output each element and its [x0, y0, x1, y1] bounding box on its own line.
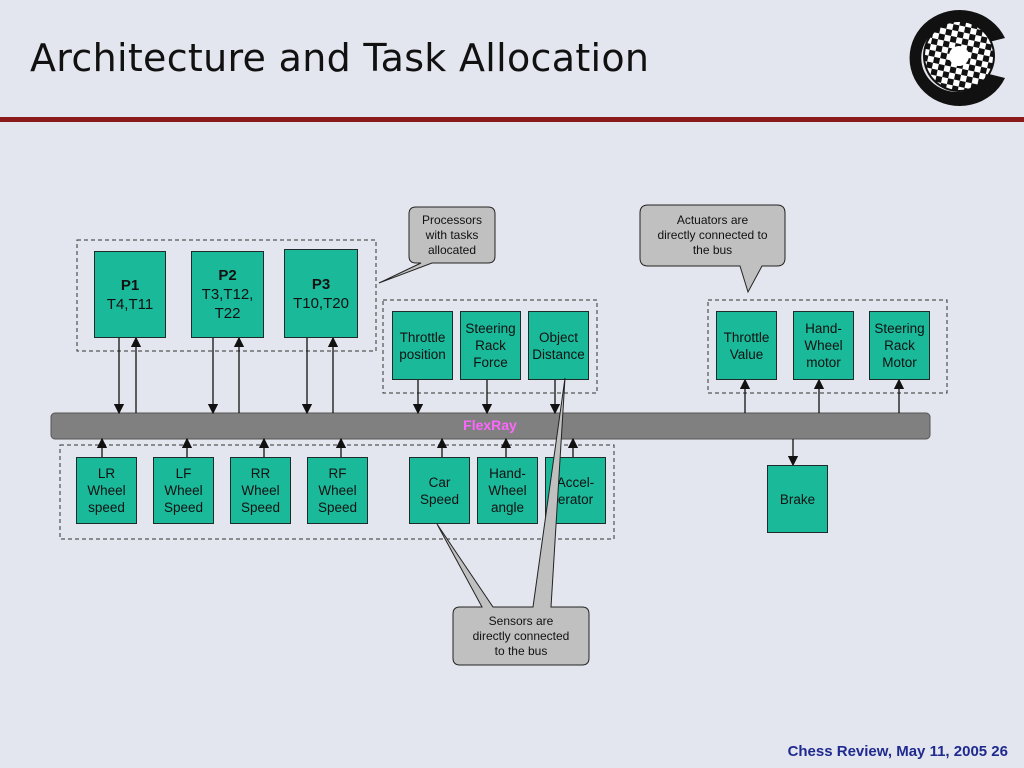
processor-p2-tasks: T3,T12, T22: [201, 286, 254, 322]
sensor-car-speed: Car Speed: [409, 457, 470, 524]
actuator-group-outline: [707, 299, 948, 394]
actuator-steering-rack-motor-label: Steering Rack Motor: [874, 321, 925, 370]
sensor-hand-wheel-angle-label: Hand- Wheel angle: [488, 466, 527, 515]
sensor-throttle-position: Throttle position: [392, 311, 453, 380]
sensor-rf-wheel-speed-label: RF Wheel Speed: [317, 466, 358, 515]
processors-callout-shape: [378, 206, 496, 284]
processor-p2-name: P2: [218, 267, 237, 284]
processors-callout: Processors with tasks allocated: [421, 212, 483, 257]
sensor-object-distance: Object Distance: [528, 311, 589, 380]
actuators-callout: Actuators are directly connected to the …: [657, 213, 768, 257]
actuator-brake: Brake: [767, 465, 828, 533]
sensor-accelerator: Accel- erator: [545, 457, 606, 524]
sensor-hand-wheel-angle: Hand- Wheel angle: [477, 457, 538, 524]
slide-title: Architecture and Task Allocation: [30, 36, 650, 80]
sensor-lf-wheel-speed: LF Wheel Speed: [153, 457, 214, 524]
actuator-throttle-value-label: Throttle Value: [723, 329, 770, 362]
chess-c-logo-icon: [909, 10, 1005, 107]
actuator-steering-rack-motor: Steering Rack Motor: [869, 311, 930, 380]
processor-p1-tasks: T4,T11: [106, 295, 154, 313]
actuator-hand-wheel-motor-label: Hand- Wheel motor: [804, 321, 843, 370]
sensor-lf-wheel-speed-label: LF Wheel Speed: [163, 466, 204, 515]
title-divider: [0, 117, 1024, 122]
sensors-callout: Sensors are directly connected to the bu…: [472, 613, 570, 658]
sensor-accelerator-label: Accel- erator: [556, 474, 595, 507]
processor-p2: P2 T3,T12, T22: [191, 251, 264, 338]
processor-p1: P1 T4,T11: [94, 251, 166, 338]
processor-p1-name: P1: [120, 276, 140, 294]
sensor-rf-wheel-speed: RF Wheel Speed: [307, 457, 368, 524]
sensor-lr-wheel-speed: LR Wheel speed: [76, 457, 137, 524]
processor-p3-name: P3: [311, 275, 331, 293]
processor-p3-tasks: T10,T20: [293, 294, 349, 312]
processor-group-outline: [76, 239, 377, 352]
sensor-lr-wheel-speed-label: LR Wheel speed: [87, 466, 126, 515]
actuator-brake-label: Brake: [779, 491, 816, 507]
sensor-object-distance-label: Object Distance: [532, 329, 585, 362]
slide-footer: Chess Review, May 11, 2005 26: [787, 743, 1008, 760]
sensor-throttle-position-label: Throttle position: [399, 329, 446, 362]
sensor-steering-rack-force-label: Steering Rack Force: [465, 321, 516, 370]
actuators-callout-shape: [639, 204, 786, 294]
sensor-steering-rack-force: Steering Rack Force: [460, 311, 521, 380]
actuator-throttle-value: Throttle Value: [716, 311, 777, 380]
flexray-label: FlexRay: [463, 417, 517, 433]
actuator-hand-wheel-motor: Hand- Wheel motor: [793, 311, 854, 380]
sensor-rr-wheel-speed-label: RR Wheel Speed: [240, 466, 281, 515]
processor-p3: P3 T10,T20: [284, 249, 358, 338]
sensor-rr-wheel-speed: RR Wheel Speed: [230, 457, 291, 524]
sensor-car-speed-label: Car Speed: [419, 474, 460, 507]
